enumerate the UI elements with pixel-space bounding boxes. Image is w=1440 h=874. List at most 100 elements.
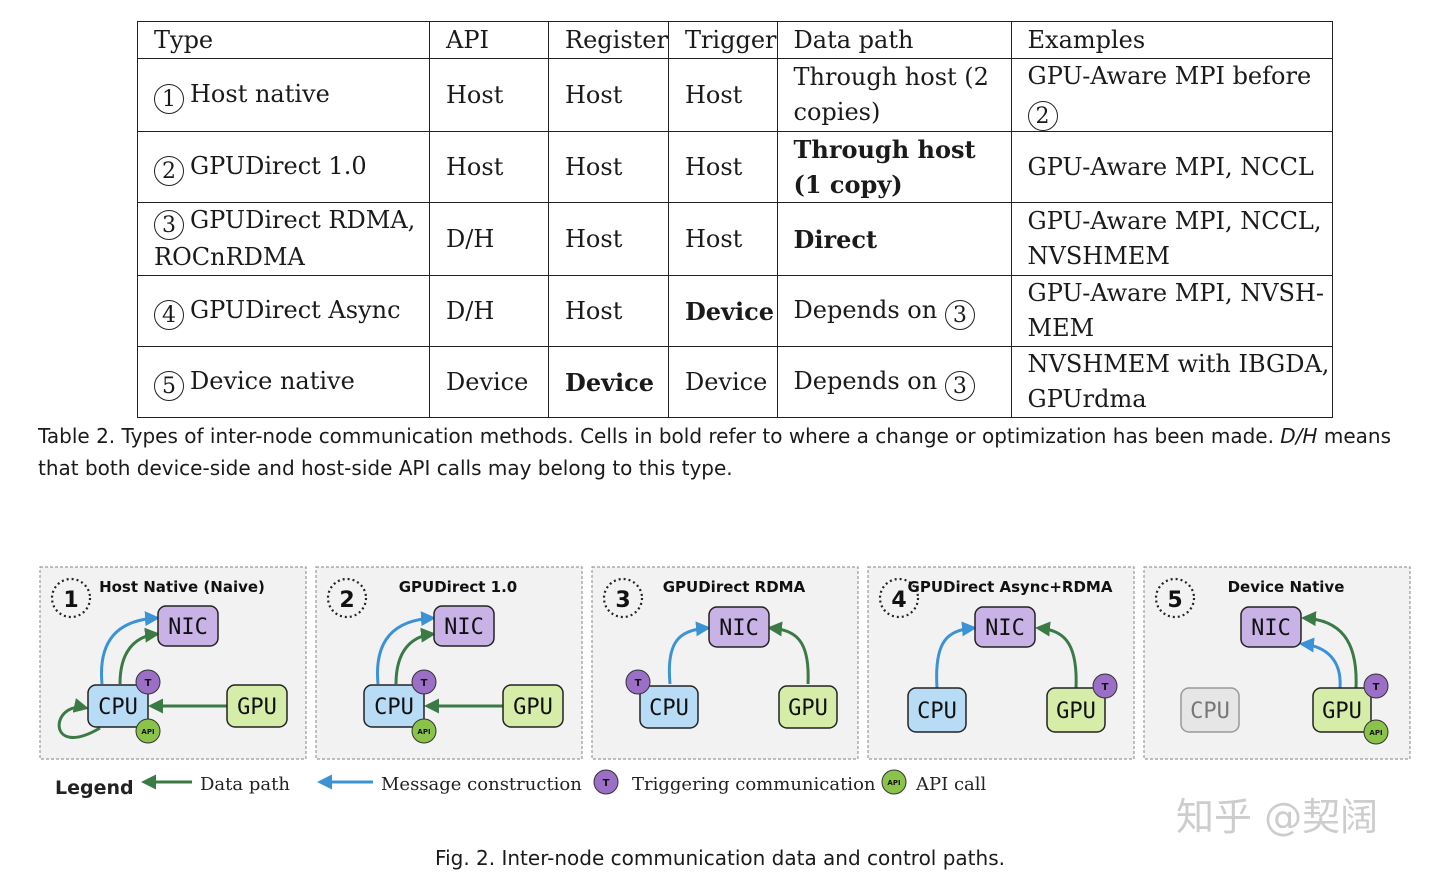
panel-title: GPUDirect Async+RDMA xyxy=(908,578,1113,596)
trigger-cell: Host xyxy=(667,58,778,132)
nic-label: NIC xyxy=(1251,616,1291,641)
trigger-badge-label: T xyxy=(421,678,428,689)
trigger-cell: Host xyxy=(667,131,778,203)
data-path-arrow xyxy=(1035,621,1078,689)
gpu-box xyxy=(502,684,564,728)
legend-trigger-badge xyxy=(593,769,619,795)
row-number-badge: 1 xyxy=(154,83,184,114)
type-label: GPUDirect RDMA, ROCnRDMA xyxy=(154,206,416,271)
trigger-badge-label: T xyxy=(145,678,152,689)
panel-title: Host Native (Naive) xyxy=(99,578,265,596)
cpu-box xyxy=(363,684,425,728)
watermark: 知乎 @契阔 xyxy=(1176,795,1378,839)
nic-box xyxy=(157,605,219,647)
examples-cell: NVSHMEM with IBGDA, GPUrdma xyxy=(1010,346,1333,418)
api-badge xyxy=(135,718,161,744)
comparison-table: Type API Register Trigger Data path Exam… xyxy=(137,21,1333,418)
cpu-label: CPU xyxy=(98,695,138,720)
panel-number: 4 xyxy=(891,588,906,613)
trigger-badge xyxy=(625,669,651,695)
reference-badge: 2 xyxy=(1027,101,1058,131)
legend-api-badge xyxy=(881,769,907,795)
nic-label: NIC xyxy=(168,615,208,640)
data-path-cell: Depends on 3 xyxy=(776,275,1012,347)
panel-title: GPUDirect 1.0 xyxy=(399,578,518,596)
data-path-loop-arrow xyxy=(57,698,101,739)
message-arrow xyxy=(935,621,977,689)
api-cell: Host xyxy=(429,58,549,132)
api-badge-label: API xyxy=(141,728,154,736)
gpu-label: GPU xyxy=(513,695,553,720)
panel-number-circle xyxy=(602,577,644,619)
gpu-box xyxy=(1046,687,1106,733)
cpu-box xyxy=(639,685,699,729)
figure-caption: Fig. 2. Inter-node communication data an… xyxy=(435,846,1005,870)
panel-title: Device Native xyxy=(1228,578,1345,596)
type-label: Device native xyxy=(190,366,355,395)
reference-badge: 3 xyxy=(944,370,975,401)
trigger-badge-label: T xyxy=(1102,682,1109,693)
gpu-box xyxy=(1312,687,1372,733)
table-caption: Table 2. Types of inter-node communicati… xyxy=(38,420,1428,484)
table-caption-label: Table 2. xyxy=(38,424,116,448)
gpu-label: GPU xyxy=(788,696,828,721)
nic-box xyxy=(1240,606,1302,648)
row-number-badge: 5 xyxy=(154,370,184,401)
cpu-disabled-label: CPU xyxy=(1190,699,1230,724)
gpu-box xyxy=(778,685,838,729)
panel-title: GPUDirect RDMA xyxy=(663,578,806,596)
legend-title: Legend xyxy=(55,777,134,799)
register-cell: Host xyxy=(548,58,669,132)
panel-number: 5 xyxy=(1167,588,1182,613)
type-label: GPUDirect 1.0 xyxy=(190,151,367,180)
message-arrow xyxy=(667,621,711,685)
trigger-badge-label: T xyxy=(635,678,642,689)
legend-trigger-badge-label: T xyxy=(603,778,610,789)
api-cell: Host xyxy=(429,131,549,203)
trigger-badge xyxy=(1363,673,1389,699)
api-cell: D/H xyxy=(429,275,549,347)
trigger-badge xyxy=(1092,673,1118,699)
gpu-label: GPU xyxy=(1056,699,1096,724)
data-path-text: Depends on xyxy=(793,366,938,395)
data-path-arrow xyxy=(118,627,160,685)
panel-number-circle xyxy=(1154,577,1196,619)
reference-badge: 3 xyxy=(944,299,975,330)
panel-number: 2 xyxy=(339,588,354,613)
type-label: Host native xyxy=(190,79,330,108)
nic-box xyxy=(708,606,770,648)
api-badge-label: API xyxy=(1369,729,1382,737)
api-cell: Device xyxy=(429,346,549,418)
register-cell: Host xyxy=(548,131,669,203)
register-cell: Device xyxy=(548,346,669,418)
row-number-badge: 4 xyxy=(154,299,184,330)
nic-label: NIC xyxy=(719,616,759,641)
cpu-box xyxy=(907,687,967,733)
cpu-label: CPU xyxy=(374,695,414,720)
data-path-cell: Depends on 3 xyxy=(776,346,1012,418)
table-caption-dh: D/H xyxy=(1280,424,1318,448)
row-number-badge: 2 xyxy=(154,155,184,186)
header-type: Type xyxy=(137,21,430,59)
cpu-box xyxy=(87,684,149,728)
trigger-cell: Device xyxy=(667,346,778,418)
header-api: API xyxy=(429,21,549,59)
message-arrow xyxy=(100,611,160,685)
data-path-cell: Direct xyxy=(776,202,1012,276)
cpu-label: CPU xyxy=(649,696,689,721)
api-badge xyxy=(1363,719,1389,745)
api-badge xyxy=(411,718,437,744)
gpu-label: GPU xyxy=(237,695,277,720)
type-label: GPUDirect Async xyxy=(190,295,401,324)
header-examples: Examples xyxy=(1010,21,1333,59)
examples-cell: GPU-Aware MPI, NVSH-MEM xyxy=(1010,275,1333,347)
api-cell: D/H xyxy=(429,202,549,276)
gpu-box xyxy=(226,684,288,728)
